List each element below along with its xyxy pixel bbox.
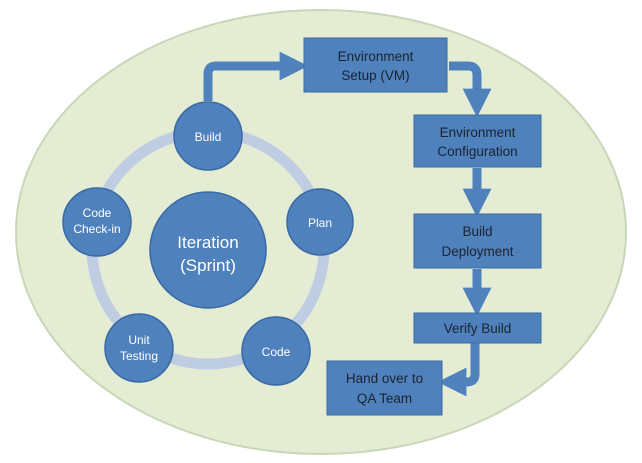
flow-step-build-deployment: Build Deployment: [413, 213, 542, 269]
cycle-node-code-check-in: Code Check-in: [62, 187, 132, 257]
flow-step-environment-configuration: Environment Configuration: [413, 114, 542, 168]
step-label-line1: Build: [462, 224, 492, 239]
node-circle: [104, 313, 174, 383]
center-node-iteration: Iteration (Sprint): [149, 191, 267, 309]
node-label-line1: Code: [83, 206, 112, 220]
step-label-line2: QA Team: [357, 391, 412, 406]
cycle-node-plan: Plan: [286, 188, 354, 256]
step-label: Verify Build: [444, 321, 512, 336]
step-box: [413, 213, 542, 269]
flow-step-verify-build: Verify Build: [413, 312, 542, 344]
node-label-line2: Testing: [120, 349, 158, 363]
node-label: Code: [262, 345, 291, 359]
step-box: [303, 37, 448, 93]
node-circle: [173, 101, 243, 171]
arrow-setup-to-configuration: [449, 61, 492, 118]
step-label-line1: Hand over to: [346, 371, 423, 386]
node-label: Build: [195, 130, 222, 144]
cycle-node-build: Build: [173, 101, 243, 171]
arrow-verify-to-handover: [437, 343, 480, 397]
node-label-line2: Check-in: [73, 222, 120, 236]
cycle-node-code: Code: [241, 316, 311, 386]
flow-step-environment-setup: Environment Setup (VM): [303, 37, 448, 93]
node-label: Plan: [308, 216, 332, 230]
step-label-line1: Environment: [440, 125, 516, 140]
step-label-line2: Deployment: [441, 244, 513, 259]
arrow-build-to-setup: [203, 51, 309, 101]
step-label-line2: Setup (VM): [341, 68, 409, 83]
step-label-line1: Environment: [338, 49, 414, 64]
step-box: [413, 312, 542, 344]
center-label-line2: (Sprint): [180, 256, 236, 275]
cycle-node-unit-testing: Unit Testing: [104, 313, 174, 383]
node-circle: [62, 187, 132, 257]
node-label-line1: Unit: [128, 333, 150, 347]
node-circle: [241, 316, 311, 386]
step-box: [326, 360, 443, 416]
flow-step-hand-over: Hand over to QA Team: [326, 360, 443, 416]
center-label-line1: Iteration: [177, 233, 238, 252]
step-box: [413, 114, 542, 168]
step-label-line2: Configuration: [437, 144, 517, 159]
center-circle: [149, 191, 267, 309]
node-circle: [286, 188, 354, 256]
